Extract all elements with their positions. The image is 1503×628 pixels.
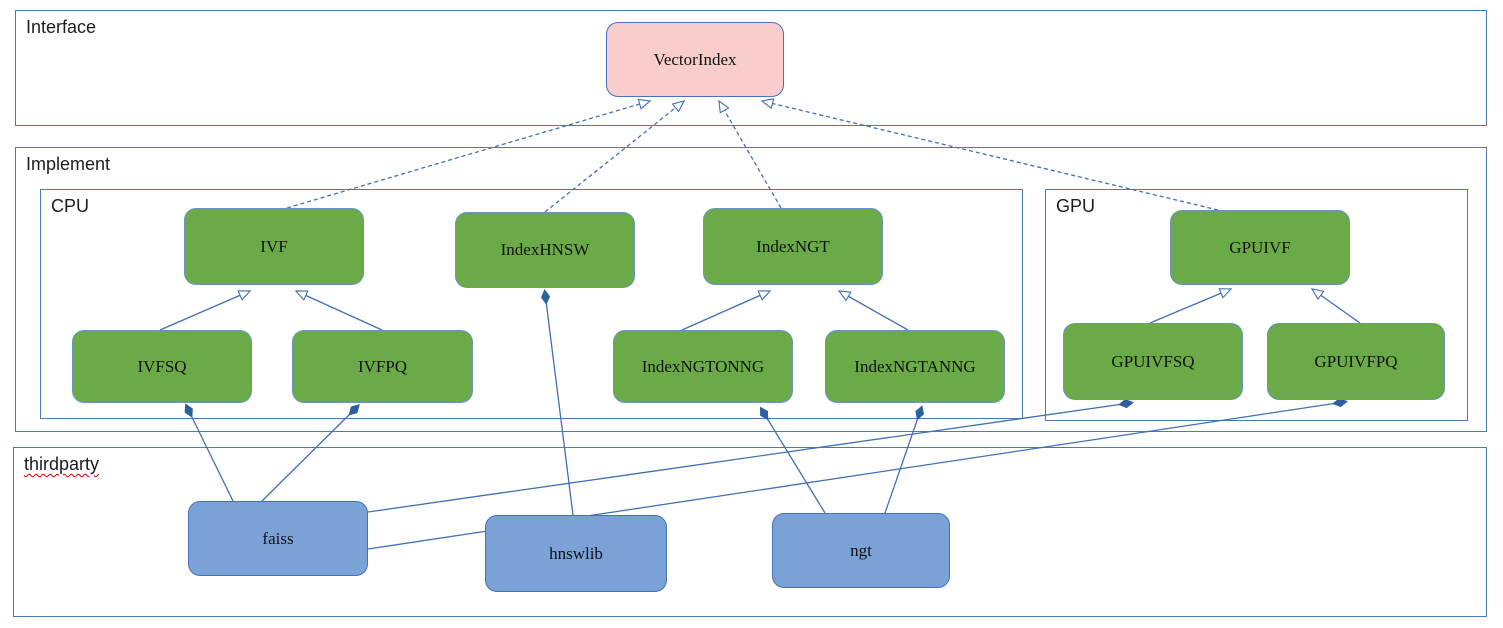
edge-ivfsq-ivf (159, 291, 250, 331)
node-gpuivfsq-label: GPUIVFSQ (1111, 351, 1195, 371)
node-gpuivfpq: GPUIVFPQ (1267, 323, 1445, 400)
edge-gpuivfpq-gpuivf (1312, 289, 1361, 324)
node-ivfpq-label: IVFPQ (357, 356, 408, 376)
node-indexngtonng-label: IndexNGTONNG (641, 356, 765, 376)
node-indexngtanng: IndexNGTANNG (825, 330, 1005, 403)
node-gpuivfpq-label: GPUIVFPQ (1314, 351, 1398, 371)
node-indexngt: IndexNGT (703, 208, 883, 285)
edge-indexngtanng-indexngt (839, 291, 909, 331)
node-hnswlib: hnswlib (485, 515, 667, 592)
node-vectorindex: VectorIndex (606, 22, 784, 97)
edge-ngt-indexngtanng (884, 409, 921, 514)
node-vectorindex-label: VectorIndex (653, 49, 737, 69)
node-ivfsq: IVFSQ (72, 330, 252, 403)
edge-faiss-ivfpq (261, 407, 357, 502)
node-gpuivf-label: GPUIVF (1229, 237, 1291, 257)
edge-ivfpq-ivf (296, 291, 383, 331)
implement-container-label: Implement (26, 154, 111, 174)
node-ngt: ngt (772, 513, 950, 588)
thirdparty-container-label: thirdparty (24, 454, 100, 474)
node-gpuivfsq: GPUIVFSQ (1063, 323, 1243, 400)
node-ivfsq-label: IVFSQ (137, 356, 187, 376)
cpu-container-label: CPU (51, 196, 90, 216)
node-ngt-label: ngt (850, 540, 872, 560)
node-gpuivf: GPUIVF (1170, 210, 1350, 285)
node-indexhnsw: IndexHNSW (455, 212, 635, 288)
node-indexngtonng: IndexNGTONNG (613, 330, 793, 403)
gpu-container-label: GPU (1056, 196, 1096, 216)
node-indexngtanng-label: IndexNGTANNG (854, 356, 976, 376)
node-faiss-label: faiss (262, 528, 294, 548)
edge-hnswlib-indexhnsw (545, 293, 574, 516)
edge-faiss-gpuivfsq (367, 403, 1130, 513)
edge-gpuivf-vectorindex (762, 101, 1219, 211)
node-ivf-label: IVF (260, 236, 288, 256)
edge-faiss-ivfsq (187, 407, 234, 502)
node-ivfpq: IVFPQ (292, 330, 473, 403)
interface-container-label: Interface (26, 17, 97, 37)
node-faiss: faiss (188, 501, 368, 576)
node-ivf: IVF (184, 208, 364, 285)
edge-ngt-indexngtonng (762, 410, 826, 514)
edge-indexngtonng-indexngt (681, 290, 770, 331)
node-indexngt-label: IndexNGT (756, 236, 830, 256)
edge-indexngt-vectorindex (719, 101, 782, 209)
edge-indexhnsw-vectorindex (544, 101, 684, 213)
edge-ivf-vectorindex (286, 101, 650, 209)
node-hnswlib-label: hnswlib (549, 543, 603, 563)
edge-gpuivfsq-gpuivf (1149, 289, 1231, 324)
node-indexhnsw-label: IndexHNSW (500, 240, 590, 259)
